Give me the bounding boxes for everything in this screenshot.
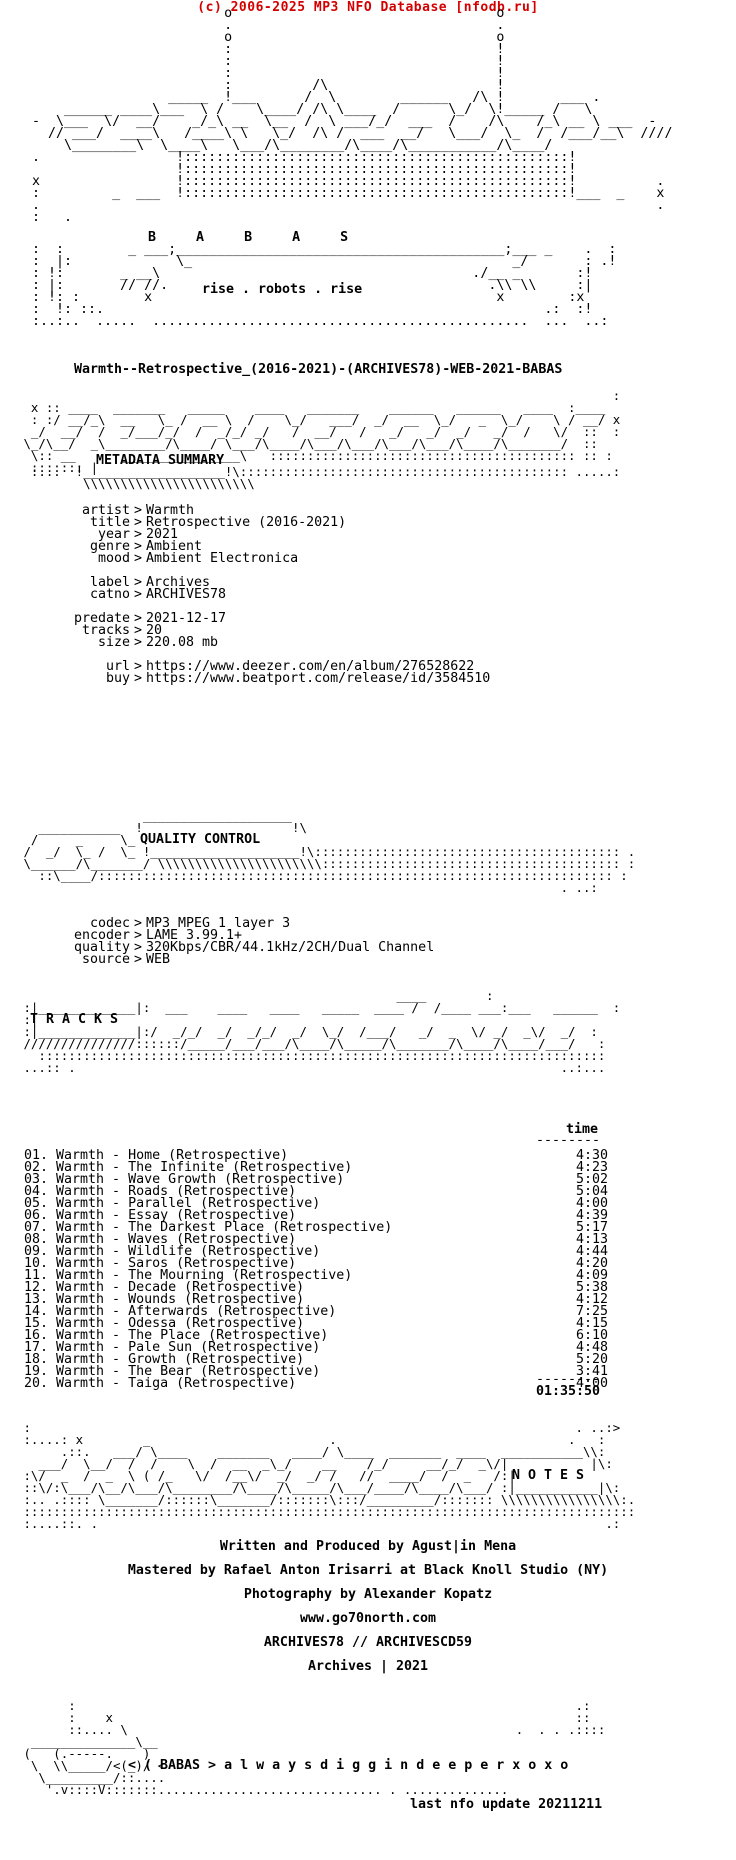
notes-heading: N O T E S (512, 1468, 585, 1483)
metadata-row-artist: artist>Warmth (81, 503, 195, 518)
notes-line-mastered: Mastered by Rafael Anton Irisarri at Bla… (127, 1563, 609, 1578)
footer-motto: < ( BABAS > a l w a y s d i g g i n d e … (128, 1758, 569, 1773)
notes-line-written: Written and Produced by Agust|in Mena (219, 1539, 517, 1554)
notes-line-label-year: Archives | 2021 (307, 1659, 429, 1674)
notes-banner-lower-art: ::\/:\___/\__/\___/\________/\____/\____… (23, 1480, 636, 1531)
metadata-row-title: title>Retrospective (2016-2021) (89, 515, 347, 530)
list-item: 19. Warmth - The Bear (Retrospective)3:4… (24, 1364, 608, 1379)
logo-frame-art: : : _ ___;______________________________… (32, 242, 617, 329)
tracks-total-rule: -------- (536, 1372, 601, 1387)
list-item: 18. Warmth - Growth (Retrospective)5:20 (24, 1352, 608, 1367)
list-item: 16. Warmth - The Place (Retrospective)6:… (24, 1328, 608, 1343)
release-name: Warmth--Retrospective_(2016-2021)-(ARCHI… (74, 362, 563, 377)
list-item: 10. Warmth - Saros (Retrospective)4:20 (24, 1256, 608, 1271)
list-item: 05. Warmth - Parallel (Retrospective)4:0… (24, 1196, 608, 1211)
list-item: 15. Warmth - Odessa (Retrospective)4:15 (24, 1316, 608, 1331)
metadata-row-tracks: tracks>20 (81, 623, 163, 638)
quality-list: codec>MP3 MPEG 1 layer 3 encoder>LAME 3.… (60, 916, 435, 967)
list-item: 09. Warmth - Wildlife (Retrospective)4:4… (24, 1244, 608, 1259)
quality-banner-art: ____________________ ___________ ! !\ / … (30, 808, 307, 847)
logo-tagline: rise . robots . rise (202, 282, 363, 297)
metadata-heading: METADATA SUMMARY (96, 453, 225, 468)
metadata-row-predate: predate>2021-12-17 (73, 611, 227, 626)
list-item: 12. Warmth - Decade (Retrospective)5:38 (24, 1280, 608, 1295)
notes-line-catalog: ARCHIVES78 // ARCHIVESCD59 (263, 1635, 473, 1650)
list-item: 08. Warmth - Waves (Retrospective)4:13 (24, 1232, 608, 1247)
tracks-time-rule: -------- (536, 1133, 601, 1148)
notes-line-photography: Photography by Alexander Kopatz (243, 1587, 493, 1602)
tracks-time-header: time (566, 1122, 599, 1137)
quality-heading: QUALITY CONTROL (140, 832, 261, 847)
metadata-row-buy: buy>https://www.beatport.com/release/id/… (105, 671, 491, 686)
metadata-row-url: url>https://www.deezer.com/en/album/2765… (105, 659, 475, 674)
footer-art: : .: : x :: ::.... \ (23, 1698, 606, 1773)
list-item: 04. Warmth - Roads (Retrospective)5:04 (24, 1184, 608, 1199)
list-item: 03. Warmth - Wave Growth (Retrospective)… (24, 1172, 608, 1187)
logo-group-letters: B A B A S (148, 230, 349, 245)
site-banner: (c) 2006-2025 MP3 NFO Database [nfodb.ru… (197, 0, 539, 15)
list-item: 13. Warmth - Wounds (Retrospective)4:12 (24, 1292, 608, 1307)
buy-link[interactable]: https://www.beatport.com/release/id/3584… (146, 671, 491, 686)
quality-row-source: source>WEB (81, 952, 171, 967)
list-item: 01. Warmth - Home (Retrospective)4:30 (24, 1148, 608, 1163)
quality-row-quality: quality>320Kbps/CBR/44.1kHz/2CH/Dual Cha… (73, 940, 435, 955)
metadata-row-label: label>Archives (89, 575, 211, 590)
tracks-banner-art: ____ : :|_____________|: ___ ____ ____ _… (23, 988, 621, 1027)
group-logo-art: o o . . o o : (32, 6, 673, 225)
metadata-row-size: size>220.08 mb (97, 635, 219, 650)
list-item: 07. Warmth - The Darkest Place (Retrospe… (24, 1220, 608, 1235)
metadata-row-mood: mood>Ambient Electronica (97, 551, 299, 566)
metadata-row-genre: genre>Ambient (89, 539, 203, 554)
url-link[interactable]: https://www.deezer.com/en/album/27652862… (146, 659, 475, 674)
tracks-total-time: 01:35:50 (536, 1384, 601, 1399)
quality-row-encoder: encoder>LAME 3.99.1+ (73, 928, 243, 943)
metadata-row-year: year>2021 (97, 527, 179, 542)
tracks-banner-lower-art: :|_____________|:/ _/_/ _/ _/_/ _/ \_/ /… (23, 1024, 606, 1075)
last-update: last nfo update 20211211 (410, 1797, 603, 1812)
metadata-banner-art: : x :: ____ _______ _____ ____ _______ _… (23, 388, 621, 475)
list-item: 14. Warmth - Afterwards (Retrospective)7… (24, 1304, 608, 1319)
notes-banner-art: : . ..:> :....: x _ . . : .::. ___/ \___… (23, 1420, 621, 1483)
metadata-banner-underline-art: :... !___________________!\:::::::::::::… (30, 464, 621, 491)
list-item: 11. Warmth - The Mourning (Retrospective… (24, 1268, 608, 1283)
tracks-heading: T R A C K S (30, 1012, 119, 1027)
metadata-list: artist>Warmth title>Retrospective (2016-… (60, 503, 491, 686)
track-list: 01. Warmth - Home (Retrospective)4:30 02… (24, 1148, 608, 1391)
notes-line-website: www.go70north.com (299, 1611, 437, 1626)
metadata-row-catno: catno>ARCHIVES78 (89, 587, 227, 602)
list-item: 17. Warmth - Pale Sun (Retrospective)4:4… (24, 1340, 608, 1355)
list-item: 06. Warmth - Essay (Retrospective)4:39 (24, 1208, 608, 1223)
quality-row-codec: codec>MP3 MPEG 1 layer 3 (89, 916, 291, 931)
list-item: 20. Warmth - Taiga (Retrospective)4:00 (24, 1376, 608, 1391)
quality-banner-lower-art: / _/ \_ / \_ !____________________!\::::… (23, 844, 636, 895)
list-item: 02. Warmth - The Infinite (Retrospective… (24, 1160, 608, 1175)
footer-bottom-art: \_________/::.... '.v::::V:::::::.......… (38, 1770, 509, 1797)
